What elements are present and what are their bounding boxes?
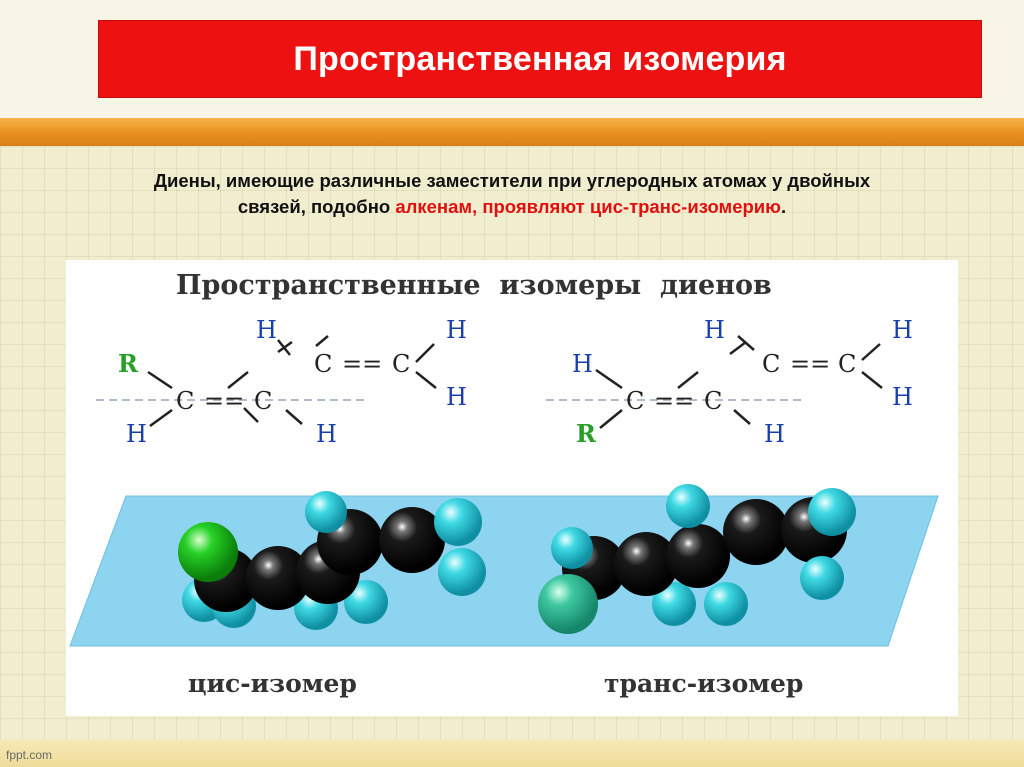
trans-carbon-1: C [626, 387, 644, 415]
trans-carbon-2: C [704, 387, 722, 415]
subtitle-highlight: алкенам, проявляют цис-транс-изомерию [395, 196, 781, 217]
cis-carbon-3: C [314, 350, 332, 378]
cis-h-lower-middle: H [316, 420, 337, 448]
trans-isomer-label: транс-изомер [604, 669, 803, 698]
bottom-band [0, 740, 1024, 767]
slide-title: Пространственная изомерия [293, 39, 787, 78]
trans-h-lower-middle: H [764, 420, 785, 448]
cis-h-upper-middle: H [256, 316, 277, 344]
cis-double-bond-2: == [342, 350, 382, 378]
trans-carbon-4: C [838, 350, 856, 378]
subtitle-line-2-start: связей, подобно [237, 196, 396, 217]
cis-double-bond: == [204, 387, 244, 415]
cis-3d-model [178, 491, 486, 630]
trans-h-upper-right: H [892, 316, 913, 344]
isomer-figure: Пространственные изомеры диенов R H C ==… [66, 260, 958, 716]
cis-h-upper-right: H [446, 316, 467, 344]
subtitle-line-2-end: . [780, 196, 787, 217]
decorative-orange-bar [0, 118, 1024, 146]
footer-text: fppt.com [6, 748, 53, 762]
slide-subtitle: Диены, имеющие различные заместители при… [70, 168, 954, 220]
trans-carbon-3: C [762, 350, 780, 378]
trans-double-bond: == [654, 387, 694, 415]
isomer-illustration: Пространственные изомеры диенов R H C ==… [69, 270, 939, 698]
trans-substituent-r: R [576, 419, 597, 448]
cis-carbon-1: C [176, 387, 194, 415]
title-banner: Пространственная изомерия [98, 20, 982, 98]
subtitle-line-1: Диены, имеющие различные заместители при… [153, 170, 871, 191]
cis-h-lower-right: H [446, 383, 467, 411]
cis-h-lower-left: H [126, 420, 147, 448]
cis-isomer-label: цис-изомер [188, 669, 357, 698]
trans-h-upper-middle: H [704, 316, 725, 344]
trans-structural-formula: H R C == C H H C == C H H [546, 316, 913, 448]
cis-carbon-2: C [254, 387, 272, 415]
cis-substituent-r: R [118, 349, 139, 378]
cis-structural-formula: R H C == C H H C == C H H [96, 316, 467, 448]
trans-double-bond-2: == [790, 350, 830, 378]
figure-heading: Пространственные изомеры диенов [176, 270, 772, 301]
cis-carbon-4: C [392, 350, 410, 378]
trans-h-lower-right: H [892, 383, 913, 411]
trans-h-upper-left: H [572, 350, 593, 378]
trans-3d-model [538, 484, 856, 634]
